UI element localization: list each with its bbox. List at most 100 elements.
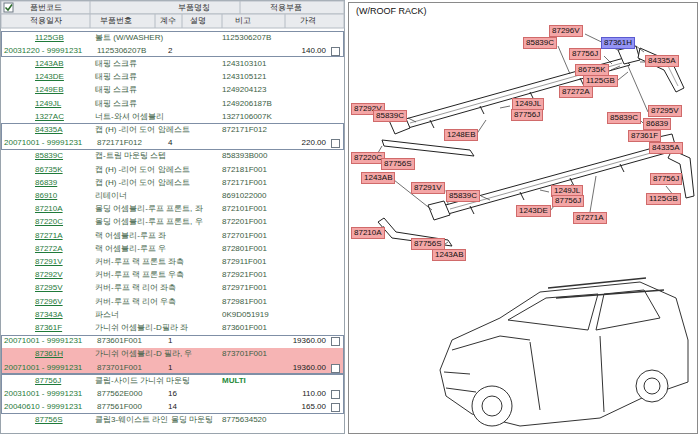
callout-number: 1248EB	[447, 130, 475, 139]
callout-box: 87756J	[569, 48, 601, 60]
part-number: 872171F012	[222, 125, 267, 135]
part-number: 1327106007K	[222, 112, 272, 122]
callout-box: 86839	[643, 118, 671, 130]
header-divider	[285, 14, 286, 28]
callout-number: 86735K	[578, 65, 606, 74]
quantity: 2	[168, 46, 172, 56]
callout-box: 87272A	[559, 86, 593, 98]
part-number: 872981F001	[222, 297, 267, 307]
part-name: 캡-트림 마운팅 스텝	[95, 151, 166, 161]
callout-number: 87295V	[651, 106, 679, 115]
part-number: 872171F001	[222, 178, 267, 188]
part-code: 87272A	[35, 244, 63, 254]
callout-number: 87756J	[653, 174, 679, 183]
part-number: 8775634520	[222, 415, 267, 425]
quantity: 16	[168, 389, 177, 399]
callout-number: 1249JL	[515, 99, 541, 108]
callout-box: 87756J	[552, 195, 584, 207]
date-range: 20071001 - 99991231	[4, 336, 82, 346]
part-name: 커버-루프 랙 프론트 좌측	[95, 257, 184, 267]
part-name: 랙 어셈블리-루프 좌	[95, 231, 166, 241]
leader-lines	[375, 34, 674, 244]
callout-number: 85839C	[526, 38, 554, 47]
price: 19360.00	[293, 336, 326, 346]
header-divider	[222, 14, 223, 28]
part-code: 87295V	[35, 283, 63, 293]
part-code: 87271A	[35, 231, 63, 241]
quantity: 14	[168, 402, 177, 412]
part-name: 태핑 스크류	[95, 72, 137, 82]
callout-box: 87210A	[351, 227, 385, 239]
callout-number: 1243AB	[364, 173, 392, 182]
part-number: 872201F001	[222, 217, 267, 227]
part-code: 87361F	[35, 323, 62, 333]
part-code: 1249EB	[35, 85, 63, 95]
callout-number: 1249JL	[554, 186, 580, 195]
part-code: 87292V	[35, 270, 63, 280]
roof-rack-rail	[442, 146, 666, 214]
part-number: 877561F000	[97, 402, 142, 412]
part-number: 872171F012	[97, 138, 142, 148]
quantity: 4	[168, 138, 172, 148]
part-number: 872801F001	[222, 244, 267, 254]
callout-box: 87295V	[648, 105, 682, 117]
callout-box: 87291V	[411, 182, 445, 194]
header-divider	[90, 14, 91, 28]
date-range: 20071001 - 99991231	[4, 363, 82, 373]
callout-number: 87220C	[354, 153, 382, 162]
multi-note: MULTI	[222, 376, 246, 386]
header-cell: 적용일자	[30, 16, 62, 26]
header-cell: 적용부품	[270, 3, 302, 13]
part-name: 너트-와셔 어셈블리	[95, 112, 164, 122]
callout-number: 87756J	[514, 110, 540, 119]
checkbox	[331, 47, 340, 56]
part-name: 태핑 스크류	[95, 59, 137, 69]
header-divider	[155, 14, 156, 28]
part-code: 87291V	[35, 257, 63, 267]
part-name: 커버-루프 랙 리어 좌측	[95, 283, 176, 293]
callout-box: 85839C	[523, 37, 557, 49]
part-number: 872911F001	[222, 257, 266, 267]
header-cell: 부품명칭	[178, 3, 210, 13]
part-code: 87296V	[35, 297, 63, 307]
header-cell: 부품번호	[100, 16, 132, 26]
part-code: 87210A	[35, 204, 63, 214]
roof-rack-rail	[402, 58, 630, 128]
part-name: 캡 (H) -리어 도어 암레스트	[95, 178, 190, 188]
callout-box: 87296V	[549, 25, 583, 37]
callout-number: 87361H	[604, 38, 632, 47]
header-row	[1, 14, 344, 28]
garnish-hatch	[648, 56, 678, 86]
date-range: 20031001 - 99991231	[4, 389, 82, 399]
part-name: 커버-루프 랙 리어 우측	[95, 297, 176, 307]
pillar-garnish	[638, 48, 684, 92]
header-divider	[240, 1, 241, 14]
date-range: 20031220 - 99991231	[4, 46, 82, 56]
roof-molding	[382, 140, 474, 156]
part-code: 87361H	[35, 349, 63, 359]
part-number: 877562E000	[97, 389, 142, 399]
callout-number: 87756J	[572, 49, 598, 58]
part-number: 873701F001	[97, 363, 142, 373]
header-divider	[90, 1, 91, 14]
callout-box: 87756J	[511, 109, 543, 121]
checkbox	[331, 390, 340, 399]
part-name: 가니쉬 어셈블리-D필라 좌	[95, 323, 188, 333]
price: 110.00	[302, 389, 326, 399]
header-row	[1, 1, 344, 14]
part-number: 872181F001	[222, 165, 267, 175]
part-code: 84335A	[35, 125, 63, 135]
part-code: 1125GB	[35, 33, 64, 43]
date-range: 20040610 - 99991231	[4, 402, 82, 412]
price: 220.00	[302, 138, 326, 148]
part-code: 86839	[35, 178, 57, 188]
part-code: 1249JL	[35, 99, 61, 109]
part-name: 클립-사이드 가니쉬 마운팅	[95, 376, 190, 386]
part-code: 87343A	[35, 310, 63, 320]
vehicle-sketch	[440, 278, 688, 426]
part-number: 1243103101	[222, 59, 267, 69]
header-divider	[182, 14, 183, 28]
price: 165.00	[302, 402, 326, 412]
callout-box: 1243AB	[432, 249, 466, 261]
part-name: 볼트 (W/WASHER)	[95, 33, 163, 43]
